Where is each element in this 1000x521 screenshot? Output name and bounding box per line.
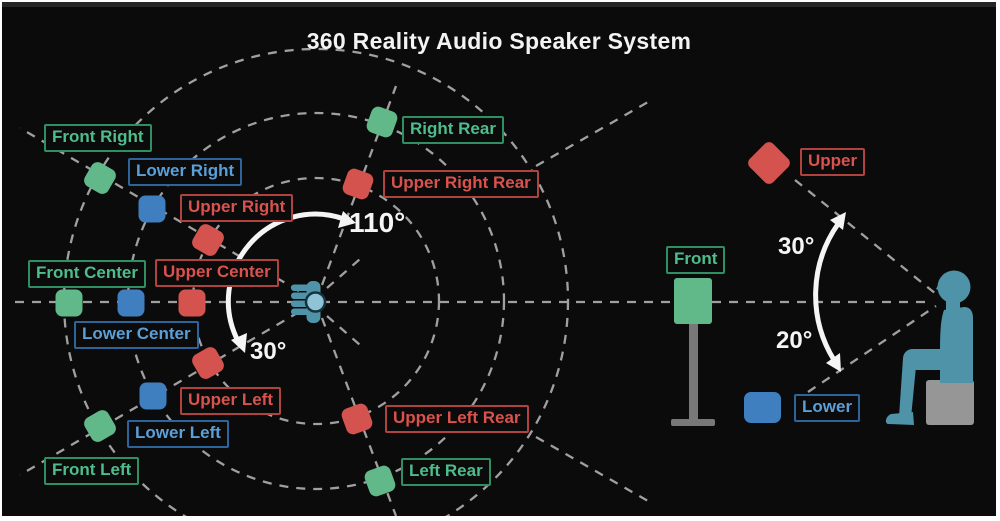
elevation-arrow-head-30 [830,212,846,230]
front-speaker-cabinet-icon [674,278,712,324]
seat-cube-icon [926,380,974,425]
label-lower: Lower [794,394,861,422]
speaker-upper-left-rear-icon [341,403,373,435]
speaker-front-right-icon [84,162,116,194]
label-front-center: Front Center [28,260,146,288]
ray-short-upper-right [326,258,361,289]
angle-rear-azimuth: 110° [349,207,406,238]
sightline-to-lower-speaker [807,305,937,393]
label-front-left: Front Left [44,457,140,485]
azimuth-arrow-arc [225,211,347,344]
elevation-arrow-head-20 [826,353,841,372]
label-front-right: Front Right [44,124,152,152]
label-upper: Upper [800,148,866,176]
speaker-front-center-icon [55,289,83,317]
top-border-band [2,2,996,7]
angle-front-azimuth: 30° [250,338,287,365]
ray-short-lower-right [326,315,361,346]
label-right-rear: Right Rear [402,116,504,144]
label-upper-right: Upper Right [180,194,294,222]
label-upper-center: Upper Center [155,259,279,287]
lower-square-speaker-icon [744,392,781,423]
label-upper-left-rear: Upper Left Rear [385,405,529,433]
angle-arrows [225,211,846,372]
speaker-upper-left-icon [192,347,224,379]
speaker-upper-center-icon [178,289,206,317]
sightline-to-upper-speaker [794,179,937,295]
label-front: Front [666,246,726,274]
speaker-front-left-icon [84,410,116,442]
top-view-speakers [55,106,398,497]
label-upper-left: Upper Left [180,387,281,415]
speaker-left-rear-icon [364,465,396,497]
label-lower-right: Lower Right [128,158,243,186]
speaker-lower-right-icon [138,195,166,223]
upper-diamond-speaker-icon [748,142,790,184]
speaker-upper-right-icon [192,224,224,256]
speaker-upper-right-rear-icon [342,168,374,200]
angle-lower-elevation: 20° [776,327,813,354]
elevation-arrow-arc [813,221,841,363]
outer-ring-guide [62,47,570,516]
seated-listener-icon [885,270,974,425]
label-upper-right-rear: Upper Right Rear [383,170,539,198]
listener-head-icon [304,291,327,313]
upper-ring-guide [191,176,441,426]
side-view-icons [671,142,974,426]
speaker-right-rear-icon [366,106,398,138]
label-lower-center: Lower Center [74,321,199,349]
speaker-lower-center-icon [117,289,145,317]
ray-outer-lower-right [535,436,649,502]
azimuth-arrow-head-30 [231,333,247,353]
speaker-stand-pole-icon [689,323,698,421]
speaker-lower-left-icon [139,382,167,410]
angle-upper-elevation: 30° [778,233,815,260]
face-profile [936,281,944,293]
label-left-rear: Left Rear [401,458,491,486]
azimuth-arrow-head-110 [338,211,356,228]
ray-outer-upper-right [535,101,649,167]
listener-top-view-icon [291,281,327,323]
label-lower-left: Lower Left [127,420,229,448]
diagram-title: 360 Reality Audio Speaker System [306,28,692,54]
mid-ring-guide [126,111,506,491]
speaker-stand-base-icon [671,419,715,426]
